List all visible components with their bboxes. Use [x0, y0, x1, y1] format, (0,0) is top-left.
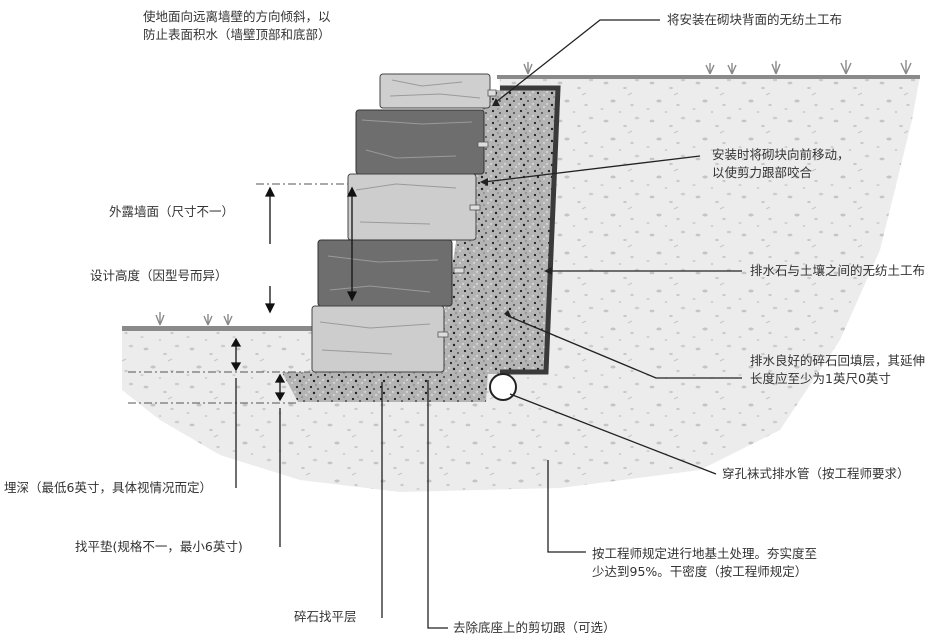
label-exposed-height: 外露墙面（尺寸不一） [109, 204, 235, 219]
geotextile-fabric [500, 85, 561, 375]
label-drain-pipe: 穿孔袜式排水管（按工程师要求） [722, 466, 910, 481]
grass-tufts [155, 60, 912, 326]
front-ground-line [122, 326, 318, 331]
block-5 [311, 305, 445, 373]
block-4 [317, 239, 453, 307]
block-cap [379, 73, 491, 109]
label-fabric-between: 排水石与土壤之间的无纺土工布 [750, 263, 926, 278]
label-remove-shear-lip: 去除底座上的剪切跟（可选） [453, 620, 616, 635]
leader-arrowheads [480, 98, 552, 318]
label-ground-slope: 使地面向远离墙壁的方向倾斜，以防止表面积水（墙壁顶部和底部） [143, 9, 331, 42]
dimension-arrows [230, 186, 358, 402]
label-foundation-soil: 按工程师规定进行地基土处理。夯实度至少达到95%。干密度（按工程师规定） [592, 546, 818, 579]
wall-blocks [311, 73, 497, 373]
perforated-drain-pipe [489, 373, 517, 401]
label-leveling-pad: 找平垫(规格不一，最小6英寸) [75, 539, 243, 554]
label-burial-depth: 埋深（最低6英寸，具体视情况而定） [4, 480, 212, 495]
leader-lines [235, 19, 742, 629]
label-drainage-backfill: 排水良好的碎石回填层，其延伸长度应至少为1英尺0英寸 [750, 353, 926, 386]
gravel-leveling-pad [282, 372, 488, 402]
label-fabric-behind-blocks: 将安装在砌块背面的无纺土工布 [667, 12, 843, 27]
block-2 [355, 109, 485, 175]
block-3 [347, 173, 477, 241]
label-setback: 安装时将砌块向前移动，以使剪力跟部咬合 [712, 147, 850, 180]
drainage-backfill [432, 90, 556, 374]
label-design-height: 设计高度（因型号而异） [90, 268, 228, 283]
label-gravel-leveling: 碎石找平层 [294, 609, 357, 624]
top-ground-line [497, 75, 920, 79]
dimension-lines [128, 183, 348, 404]
